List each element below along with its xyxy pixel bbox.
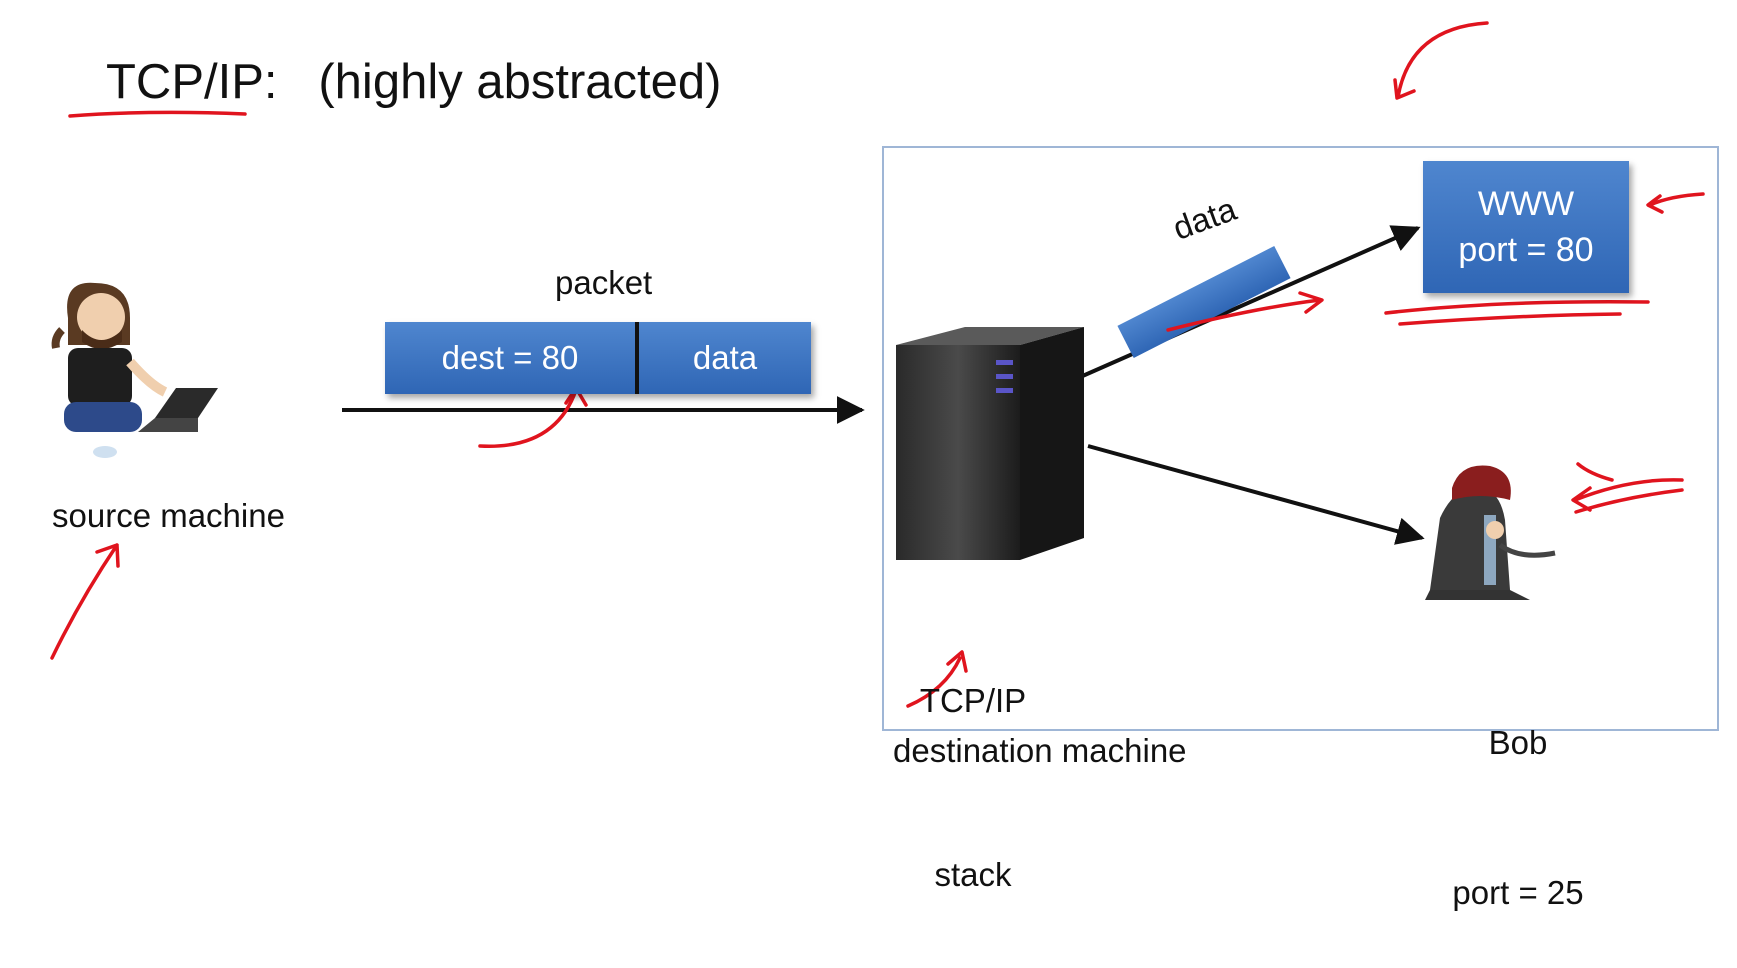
arrow-stack-to-www — [1077, 225, 1421, 380]
packet-box: dest = 80 data — [385, 322, 811, 394]
bob-avatar-icon — [1425, 465, 1556, 600]
stack-label-line1: TCP/IP — [919, 682, 1027, 719]
arrow-stack-to-bob — [1087, 444, 1425, 545]
packet-data-field: data — [692, 339, 758, 376]
www-port-80-box: WWW port = 80 — [1423, 161, 1629, 293]
data-bar — [1117, 246, 1291, 358]
www-label: WWW — [1477, 185, 1575, 223]
user-with-laptop-icon — [51, 282, 218, 458]
destination-machine-frame — [882, 146, 1719, 731]
bob-port: port = 25 — [1452, 874, 1584, 911]
packet-dest-field: dest = 80 — [385, 322, 639, 394]
www-port-label: port = 80 — [1458, 231, 1594, 269]
diagram-graphics — [50, 21, 1705, 708]
stack-label-line2: stack — [934, 856, 1012, 893]
source-machine-label: source machine — [52, 497, 285, 534]
bob-caption: Bob port = 25 — [1418, 618, 1618, 968]
server-icon — [896, 327, 1084, 560]
bob-name: Bob — [1488, 724, 1548, 761]
slide-title: TCP/IP: (highly abstracted) — [106, 55, 722, 109]
red-annotations — [50, 21, 1705, 708]
destination-machine-label: destination machine — [893, 732, 1187, 769]
packet-label: packet — [555, 264, 653, 301]
